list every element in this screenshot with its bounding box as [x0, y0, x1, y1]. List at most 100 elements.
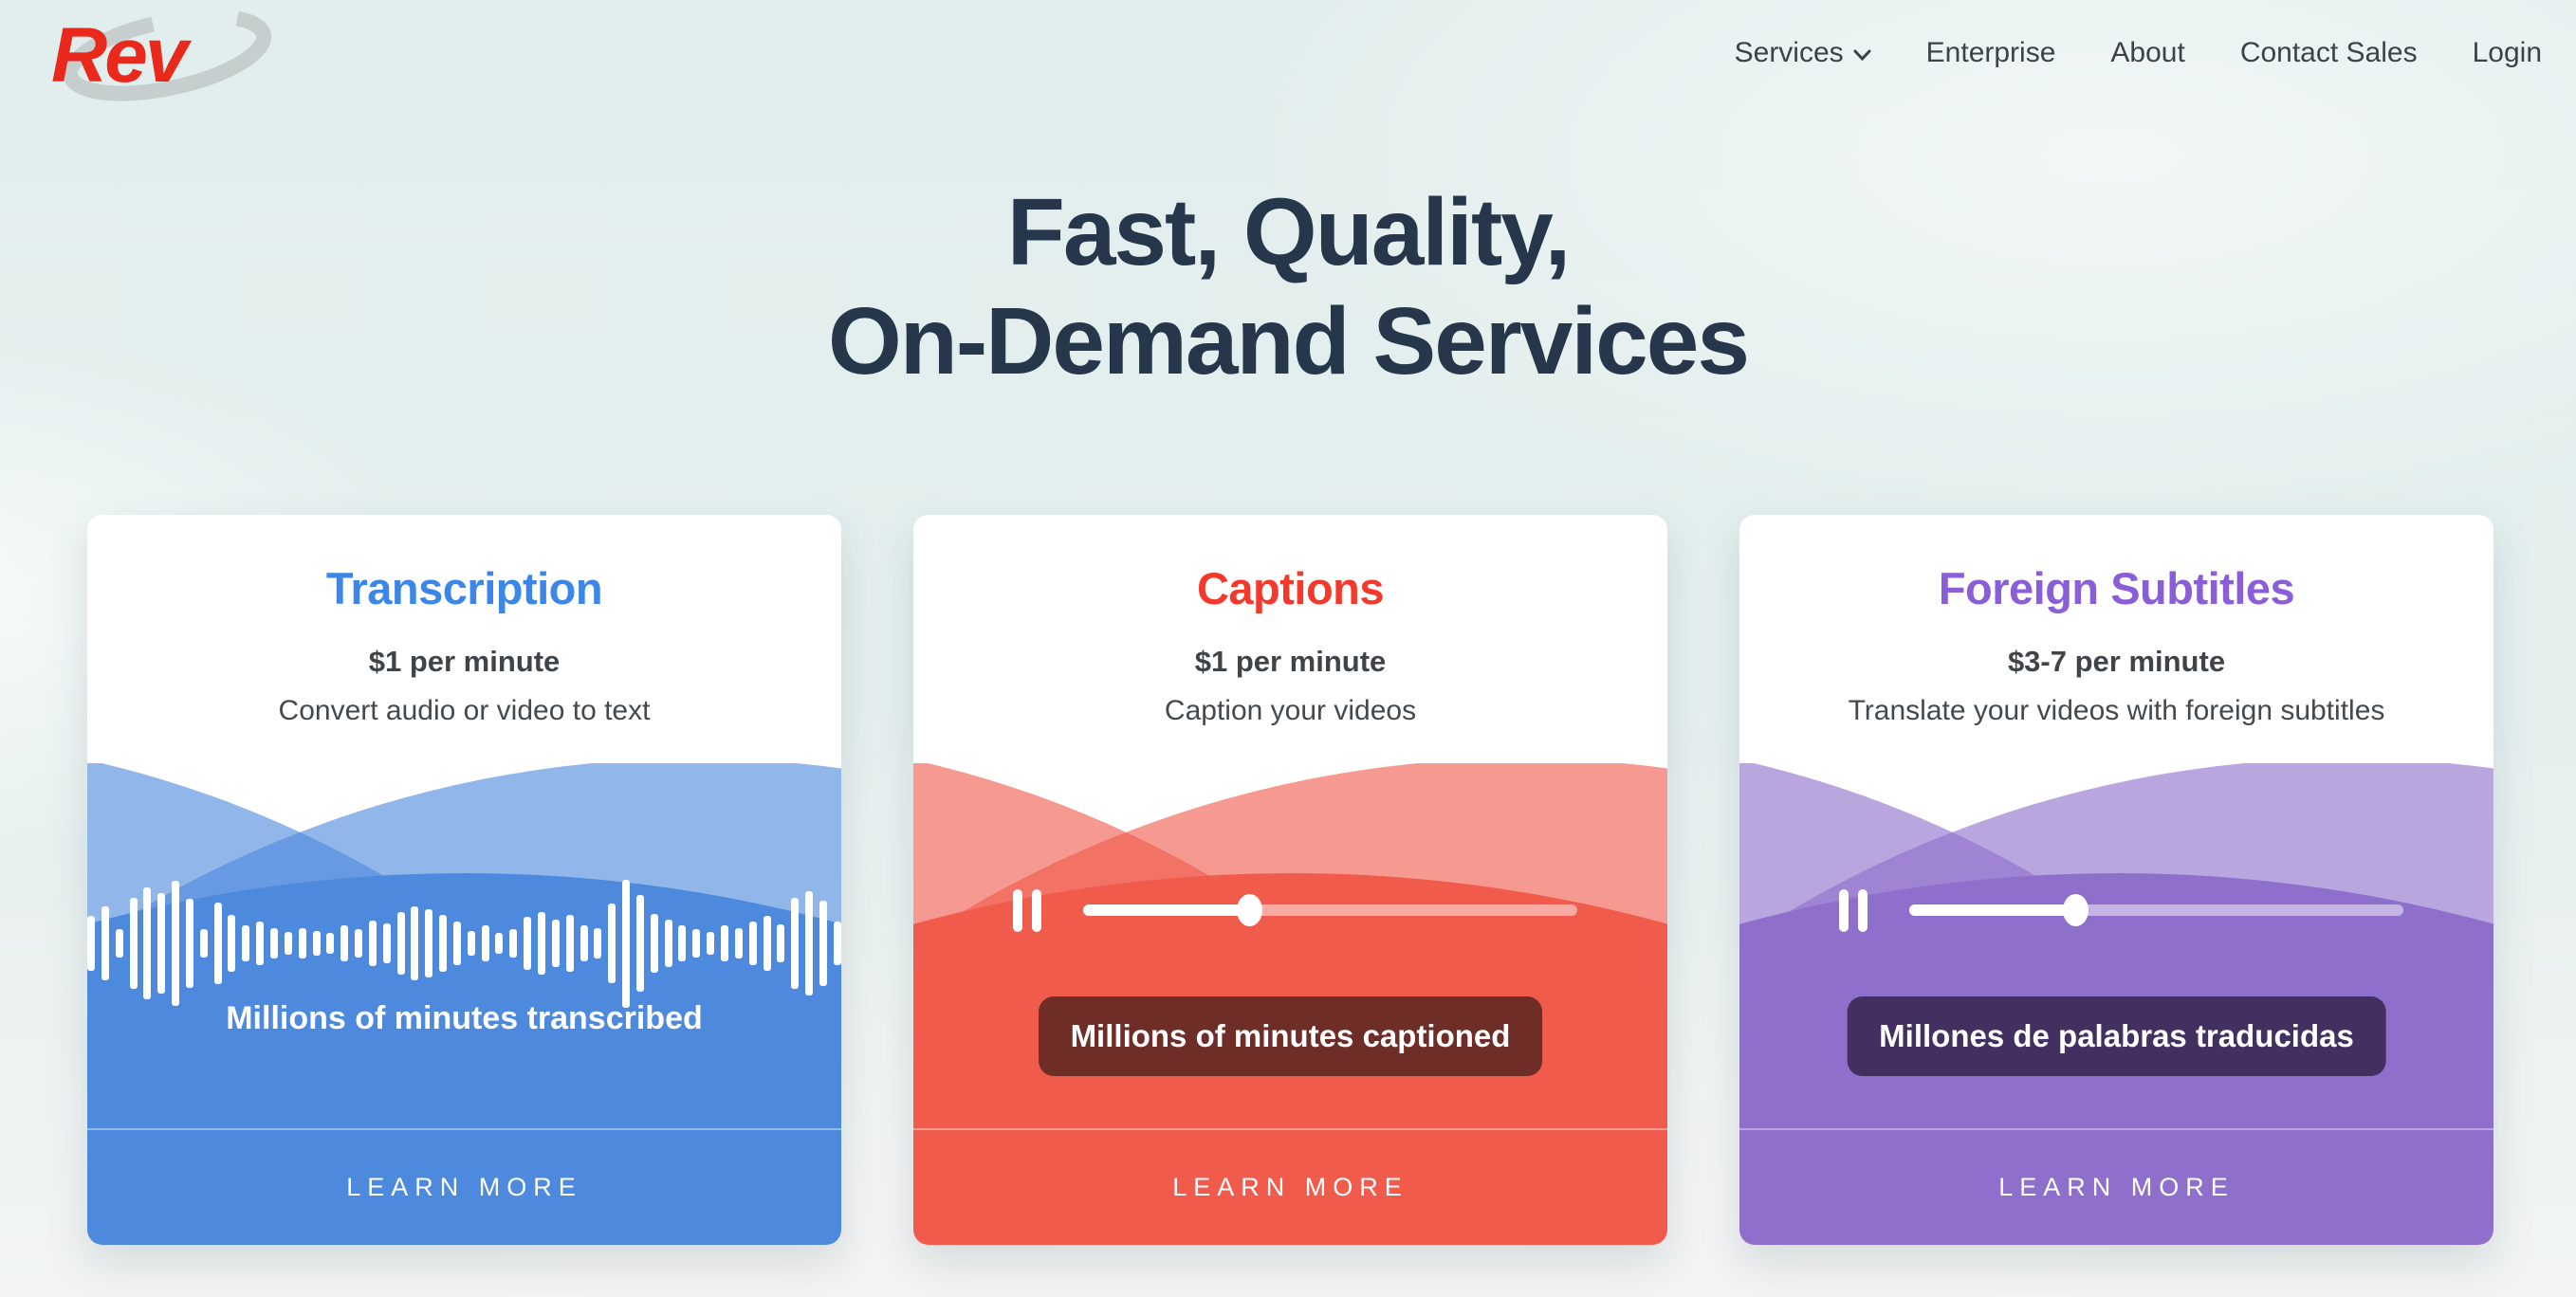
- card-title: Transcription: [325, 563, 603, 613]
- waveform-bar: [425, 909, 433, 977]
- card-visual: Millions of minutes captioned: [913, 763, 1667, 1128]
- learn-more-button[interactable]: LEARN MORE: [87, 1128, 841, 1245]
- waveform-bar: [538, 912, 545, 975]
- media-player: [1839, 886, 2403, 934]
- waveform-bar: [115, 929, 123, 958]
- waveform-bar: [622, 879, 631, 1008]
- waveform-bar: [819, 901, 827, 986]
- waveform-bar: [157, 893, 166, 994]
- stat-badge: Millions of minutes captioned: [1038, 996, 1543, 1076]
- page-title-line2: On-Demand Services: [828, 288, 1750, 394]
- waveform-bar: [748, 922, 757, 965]
- learn-more-button[interactable]: LEARN MORE: [1739, 1128, 2493, 1245]
- waveform-bar: [452, 922, 461, 965]
- nav-item-login[interactable]: Login: [2473, 37, 2542, 69]
- waveform-bar: [228, 915, 236, 972]
- page-title-line1: Fast, Quality,: [1006, 179, 1572, 285]
- waveform-bar: [298, 928, 306, 959]
- waveform-bar: [678, 925, 687, 961]
- card-description: Translate your videos with foreign subti…: [1848, 695, 2385, 726]
- card-header: Captions $1 per minute Caption your vide…: [913, 515, 1667, 763]
- waveform-bar: [495, 933, 504, 954]
- rev-logo[interactable]: Rev: [46, 6, 292, 108]
- waveform-bar: [355, 929, 363, 958]
- page-title: Fast, Quality, On-Demand Services: [0, 178, 2576, 396]
- waveform-bar: [580, 925, 588, 961]
- nav-item-services[interactable]: Services: [1735, 37, 1871, 69]
- card-description: Convert audio or video to text: [278, 695, 651, 726]
- card-transcription: Transcription $1 per minute Convert audi…: [87, 515, 841, 1245]
- header: Rev Services Enterprise About Contact Sa…: [0, 0, 2576, 109]
- waveform-bar: [551, 920, 560, 967]
- waveform: [87, 873, 841, 1014]
- waveform-bar: [101, 906, 109, 980]
- service-cards: Transcription $1 per minute Convert audi…: [87, 515, 2493, 1245]
- waveform-bar: [129, 898, 138, 989]
- nav-item-about[interactable]: About: [2110, 37, 2184, 69]
- stat-text: Millions of minutes transcribed: [226, 1000, 703, 1036]
- nav-item-label: Contact Sales: [2239, 37, 2418, 68]
- waveform-bar: [439, 915, 448, 972]
- pause-icon: [1013, 888, 1022, 932]
- waveform-bar: [340, 925, 349, 961]
- card-description: Caption your videos: [1164, 695, 1417, 726]
- slider-fill: [1909, 904, 2075, 916]
- waveform-bar: [692, 929, 701, 958]
- waveform-bar: [509, 929, 518, 958]
- waveform-bar: [777, 924, 785, 962]
- waveform-bar: [368, 921, 377, 966]
- waveform-bar: [242, 925, 250, 961]
- waveform-bar: [185, 899, 193, 988]
- waveform-bar: [763, 916, 771, 971]
- wave-shape: [87, 873, 841, 1128]
- waveform-bar: [707, 932, 715, 955]
- waveform-bar: [594, 928, 602, 959]
- waveform-bar: [411, 906, 419, 980]
- learn-more-label: LEARN MORE: [1172, 1173, 1408, 1201]
- nav-item-label: About: [2110, 37, 2185, 68]
- card-title: Foreign Subtitles: [1938, 563, 2295, 613]
- learn-more-label: LEARN MORE: [346, 1173, 582, 1201]
- waveform-bar: [284, 932, 292, 955]
- slider-thumb[interactable]: [2062, 894, 2088, 926]
- nav-item-contact-sales[interactable]: Contact Sales: [2240, 37, 2418, 69]
- card-visual: Millones de palabras traducidas: [1739, 763, 2493, 1128]
- waveform-bar: [481, 925, 489, 961]
- waveform-bar: [396, 912, 405, 975]
- logo-text: Rev: [51, 12, 193, 99]
- waveform-bar: [172, 881, 180, 1006]
- slider-fill: [1083, 904, 1249, 916]
- waveform-bar: [326, 933, 335, 954]
- progress-slider[interactable]: [1083, 894, 1577, 926]
- waveform-bar: [213, 903, 222, 984]
- pause-button[interactable]: [1839, 888, 1868, 932]
- nav-item-enterprise[interactable]: Enterprise: [1926, 37, 2056, 69]
- progress-slider[interactable]: [1909, 894, 2403, 926]
- learn-more-label: LEARN MORE: [1998, 1173, 2235, 1201]
- nav-item-label: Login: [2472, 37, 2542, 68]
- waveform-bar: [791, 898, 800, 989]
- card-captions: Captions $1 per minute Caption your vide…: [913, 515, 1667, 1245]
- card-price: $1 per minute: [368, 645, 561, 678]
- nav-item-label: Enterprise: [1925, 37, 2056, 68]
- card-visual: Millions of minutes transcribed: [87, 763, 841, 1128]
- waveform-bar: [312, 931, 321, 956]
- waveform-bar: [199, 929, 208, 958]
- waveform-bar: [635, 895, 644, 992]
- waveform-bar: [256, 922, 265, 965]
- card-price: $3-7 per minute: [2007, 645, 2226, 678]
- chevron-down-icon: [1853, 49, 1871, 61]
- learn-more-button[interactable]: LEARN MORE: [913, 1128, 1667, 1245]
- card-header: Transcription $1 per minute Convert audi…: [87, 515, 841, 763]
- waveform-bar: [467, 931, 475, 956]
- media-player: [1013, 886, 1577, 934]
- card-foreign-subtitles: Foreign Subtitles $3-7 per minute Transl…: [1739, 515, 2493, 1245]
- stat-badge: Millones de palabras traducidas: [1847, 996, 2386, 1076]
- pause-button[interactable]: [1013, 888, 1041, 932]
- waveform-bar: [720, 925, 728, 961]
- slider-thumb[interactable]: [1236, 894, 1262, 926]
- logo-swoosh: [63, 9, 271, 101]
- waveform-bar: [143, 887, 152, 999]
- card-header: Foreign Subtitles $3-7 per minute Transl…: [1739, 515, 2493, 763]
- waveform-bar: [269, 928, 278, 959]
